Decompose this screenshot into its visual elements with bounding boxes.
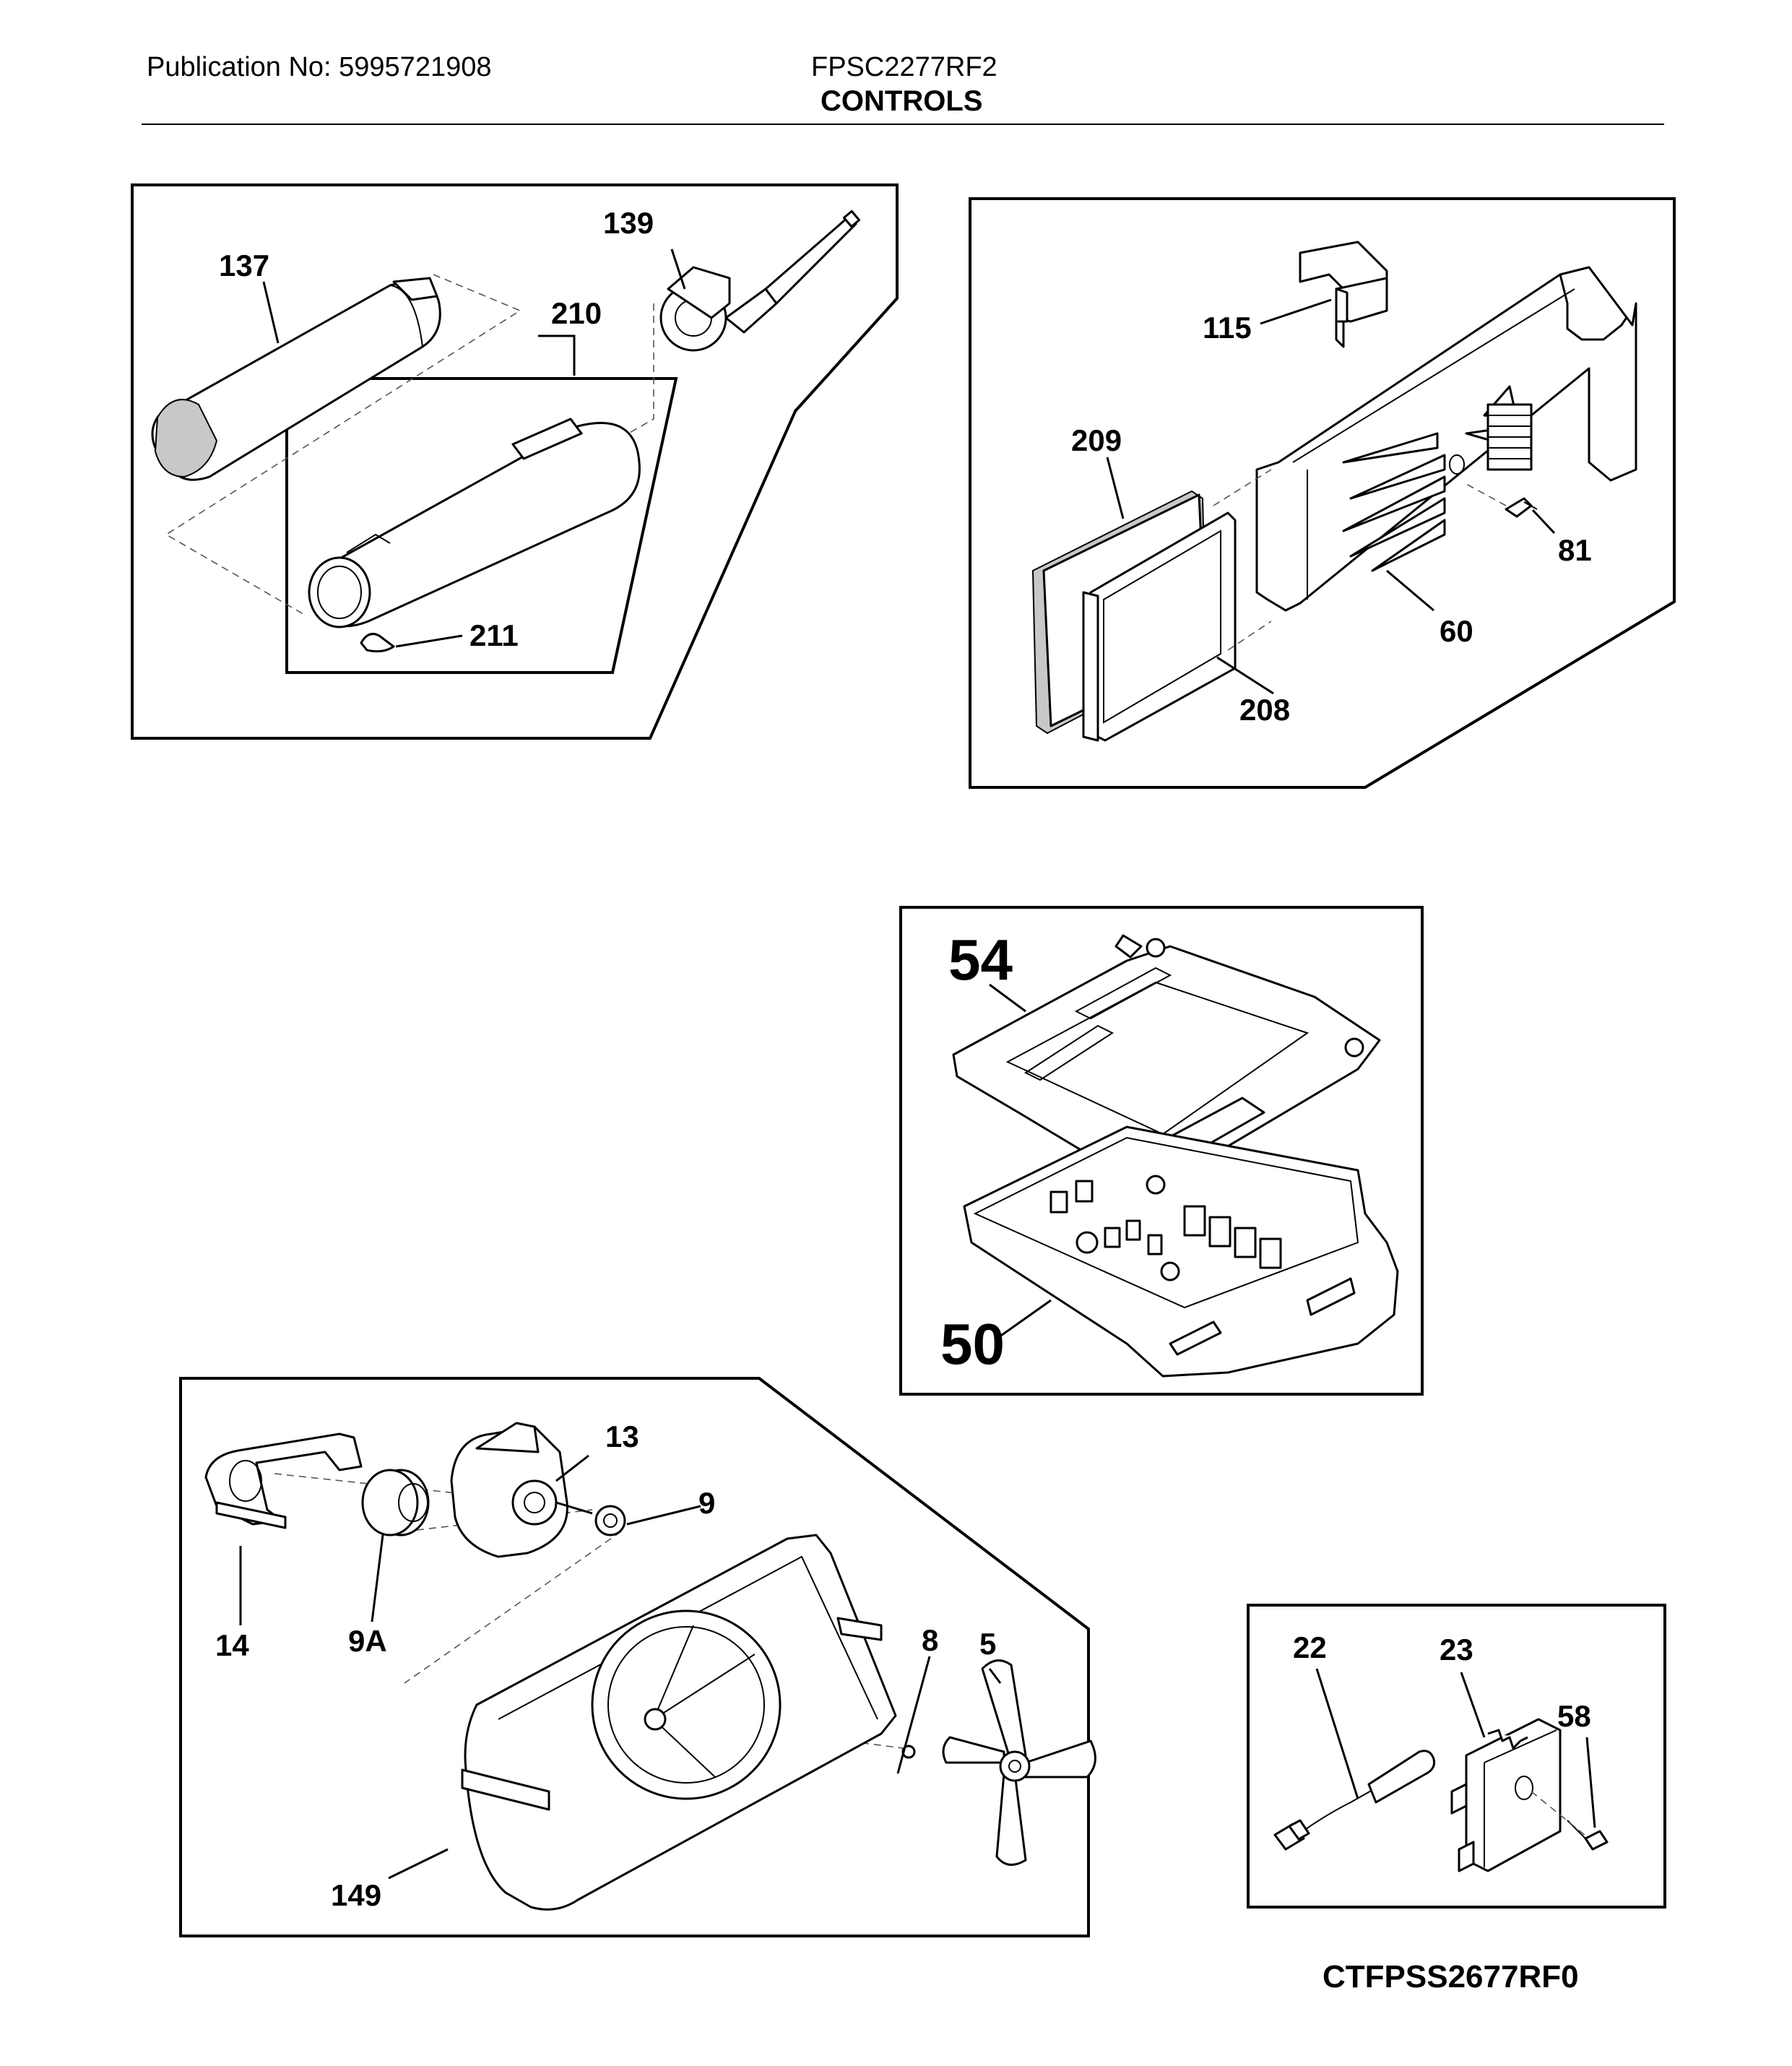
callout-14: 14	[215, 1628, 249, 1662]
callout-9: 9	[698, 1486, 715, 1520]
fan-motor	[450, 1422, 593, 1558]
callout-9A: 9A	[348, 1624, 387, 1658]
callout-137: 137	[219, 248, 269, 282]
callout-5: 5	[979, 1627, 996, 1661]
callout-81: 81	[1558, 533, 1592, 567]
filter-housing-tube	[308, 418, 641, 628]
panel-water-filter-frame	[131, 183, 899, 740]
screw	[1567, 1820, 1609, 1851]
callout-50: 50	[940, 1312, 1005, 1376]
panel-fan-assembly-frame	[179, 1377, 1090, 1937]
callout-22: 22	[1293, 1630, 1327, 1664]
callout-115: 115	[1203, 311, 1252, 345]
panel-sensor-frame	[1247, 1604, 1666, 1909]
callout-211: 211	[469, 618, 519, 652]
callout-54: 54	[948, 928, 1013, 992]
thermistor-sensor	[1273, 1750, 1435, 1851]
section-title: CONTROLS	[821, 85, 983, 117]
panel-control-housing: 115 209 81 60 208	[969, 197, 1676, 789]
control-housing	[1255, 266, 1637, 612]
connector-block	[1299, 241, 1388, 348]
callout-210: 210	[551, 296, 602, 330]
fan-shroud	[461, 1534, 897, 1911]
panel-fan-assembly: 13 9 14 9A 8 5 149	[179, 1377, 1096, 1937]
callout-208: 208	[1239, 693, 1290, 727]
filter-cartridge	[151, 277, 441, 481]
sensor-cover	[1450, 1718, 1562, 1872]
callout-139: 139	[603, 206, 654, 240]
diagram-code: CTFPSS2677RF0	[1323, 1959, 1579, 1994]
filter-head	[659, 209, 861, 352]
filter-clip	[360, 633, 395, 653]
model-number: FPSC2277RF2	[811, 52, 997, 82]
callout-13: 13	[605, 1419, 639, 1453]
callout-23: 23	[1440, 1633, 1473, 1667]
motor-mount	[361, 1469, 430, 1536]
callout-149: 149	[331, 1878, 381, 1912]
publication-number: Publication No: 5995721908	[147, 52, 492, 82]
fan-blade	[942, 1659, 1096, 1866]
fan-nut	[594, 1505, 626, 1536]
panel-control-board-frame	[899, 906, 1424, 1396]
callout-60: 60	[1440, 614, 1473, 648]
callout-209: 209	[1071, 423, 1122, 457]
header-rule	[142, 124, 1664, 125]
main-control-board	[963, 1125, 1399, 1378]
callout-58: 58	[1557, 1699, 1591, 1733]
callout-8: 8	[922, 1623, 938, 1657]
panel-control-board: 54 50	[899, 906, 1424, 1396]
panel-sensor: 22 23 58	[1247, 1604, 1666, 1909]
motor-bracket	[204, 1432, 363, 1529]
panel-water-filter: 137 139 210 211	[131, 183, 899, 740]
panel-control-housing-frame	[969, 197, 1676, 789]
filter-housing-frame	[285, 377, 678, 674]
